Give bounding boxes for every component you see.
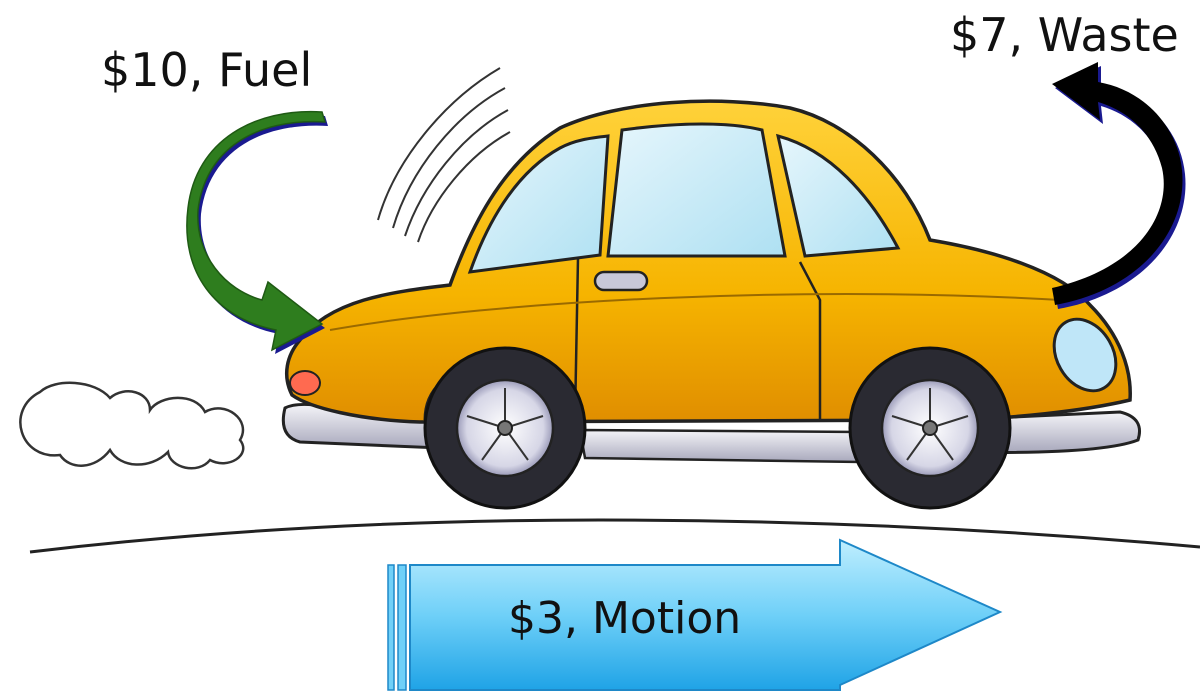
- road-line: [30, 520, 1200, 552]
- car-icon: [283, 101, 1139, 508]
- waste-label: $7, Waste: [950, 12, 1179, 58]
- rear-wheel: [425, 348, 585, 508]
- fuel-label: $10, Fuel: [101, 47, 312, 93]
- front-wheel: [850, 348, 1010, 508]
- curved-arrow-in-icon: [187, 112, 328, 354]
- curved-arrow-out-icon: [1052, 62, 1186, 309]
- exhaust-cloud-icon: [20, 383, 243, 468]
- motion-label: $3, Motion: [508, 597, 741, 641]
